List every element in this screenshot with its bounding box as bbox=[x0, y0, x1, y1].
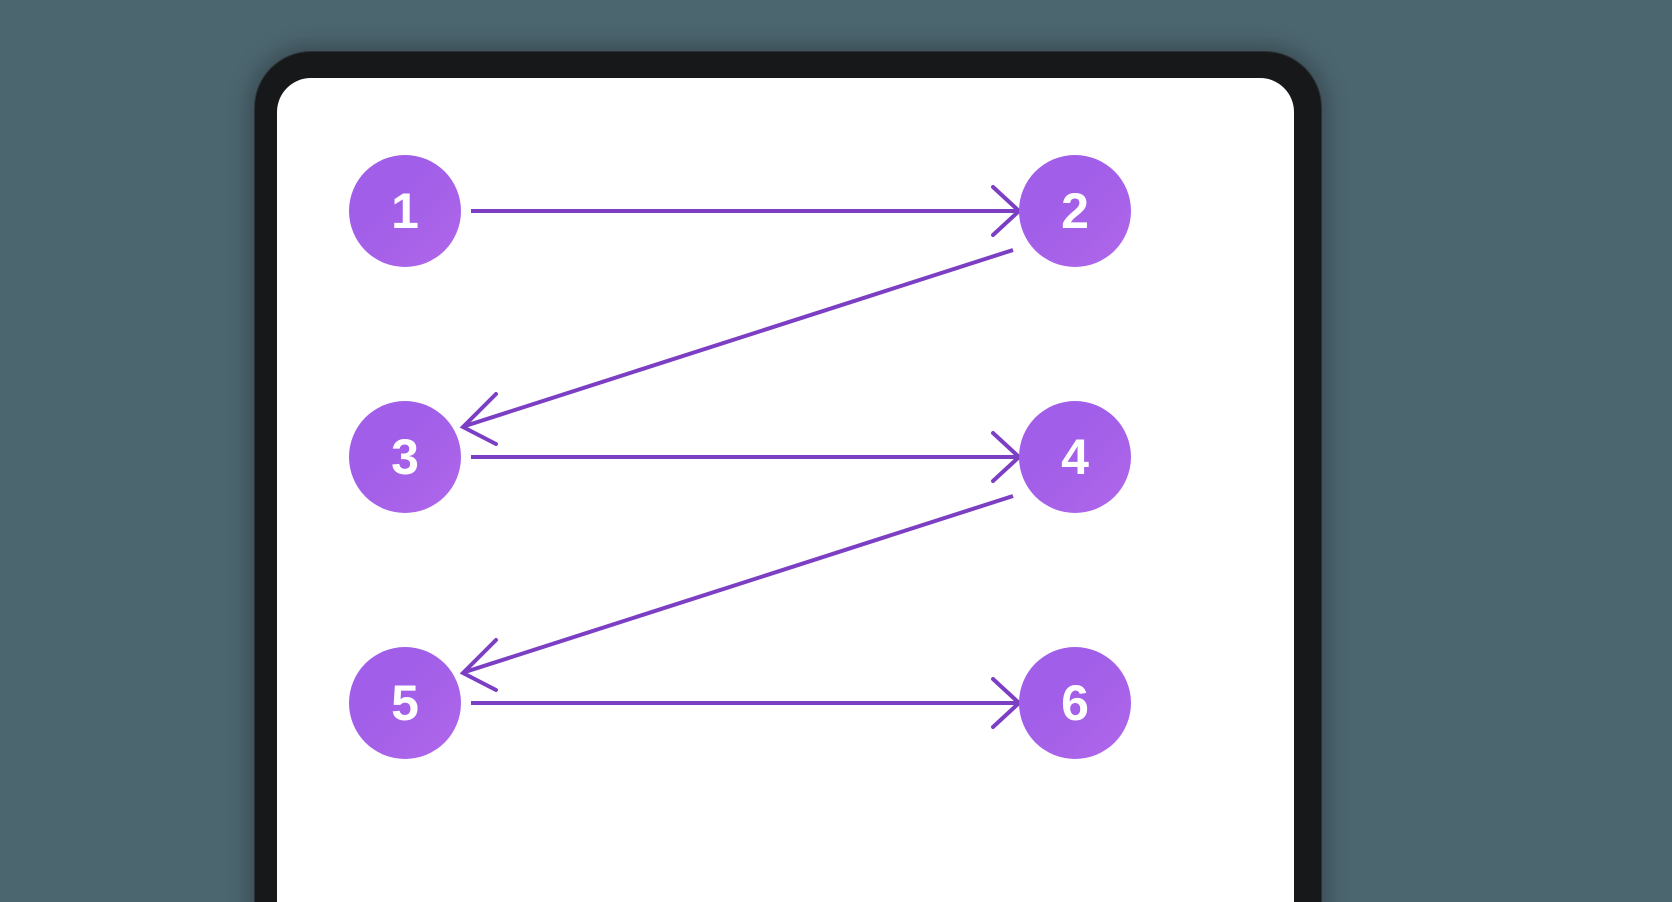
node-4[interactable]: 4 bbox=[1019, 401, 1131, 513]
node-2-label: 2 bbox=[1061, 183, 1089, 239]
edge-1-to-2 bbox=[471, 185, 1022, 237]
edge-2-to-3-arrowhead bbox=[459, 392, 498, 446]
edge-3-to-4 bbox=[471, 431, 1022, 483]
node-2[interactable]: 2 bbox=[1019, 155, 1131, 267]
node-3[interactable]: 3 bbox=[349, 401, 461, 513]
node-3-label: 3 bbox=[391, 429, 419, 485]
edge-5-to-6 bbox=[471, 677, 1022, 729]
node-6[interactable]: 6 bbox=[1019, 647, 1131, 759]
node-4-label: 4 bbox=[1061, 429, 1089, 485]
edge-4-to-5-line bbox=[464, 494, 1014, 674]
node-5[interactable]: 5 bbox=[349, 647, 461, 759]
edge-2-to-3-line bbox=[464, 248, 1014, 428]
edge-4-to-5-arrowhead bbox=[459, 638, 498, 692]
node-5-label: 5 bbox=[391, 675, 419, 731]
device-screen: 1 2 3 4 5 6 bbox=[277, 78, 1294, 902]
node-1-label: 1 bbox=[391, 183, 419, 239]
edge-2-to-3 bbox=[459, 248, 1014, 446]
node-6-label: 6 bbox=[1061, 675, 1089, 731]
edge-4-to-5 bbox=[459, 494, 1014, 692]
flow-diagram: 1 2 3 4 5 6 bbox=[277, 78, 1294, 902]
node-1[interactable]: 1 bbox=[349, 155, 461, 267]
